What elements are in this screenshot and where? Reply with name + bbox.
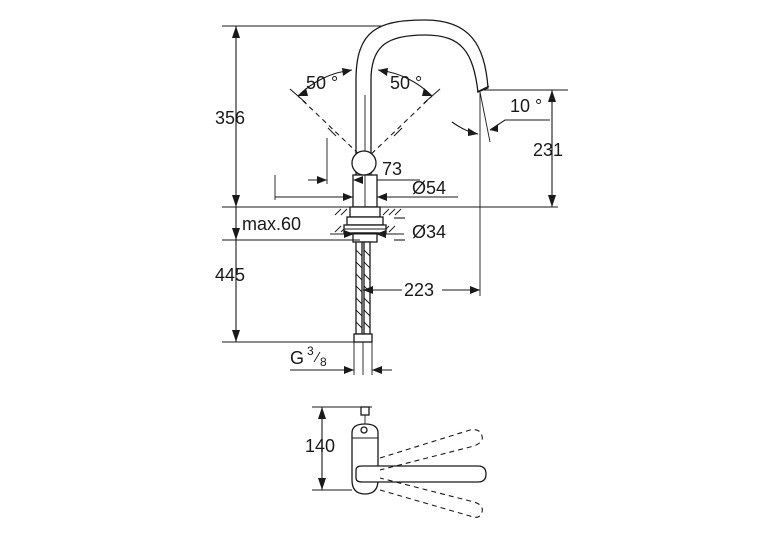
height-total-label: 356 [215,108,245,128]
hose-length-label: 445 [215,265,245,285]
spout-height-label: 231 [533,140,563,160]
mount-diameter-label: Ø34 [412,222,446,242]
spout-height-dimension: 231 [484,89,568,207]
spout-angle-label: 10 ° [510,96,542,116]
body-diameter-dimension: Ø54 [274,175,458,201]
supply-hoses [353,241,373,375]
spout-reach-label: 223 [404,280,434,300]
mounting-assembly [334,206,405,243]
top-view: 140 [305,406,487,518]
mount-diameter-dimension: Ø34 [330,222,446,242]
deck-thickness-dimension: max.60 [222,207,360,241]
connection-dimension: G 3 8 [290,342,392,375]
handle-offset-label: 73 [382,159,402,179]
angle-right-label: 50 ° [390,73,422,93]
angle-left-label: 50 ° [306,73,338,93]
spout-reach-dimension: 223 [363,140,481,300]
top-view-depth-label: 140 [305,436,335,456]
handle [289,68,441,176]
spout-angle-dimension: 10 ° [451,91,550,143]
handle-offset-dimension: 73 [308,138,420,184]
connection-denominator: 8 [320,355,327,369]
connection-prefix-label: G [290,348,304,368]
height-dimension: 356 [215,25,408,207]
connection-numerator: 3 [307,344,314,358]
body-diameter-label: Ø54 [412,178,446,198]
spout [355,19,490,183]
hose-length-dimension: 445 [215,240,372,343]
max-deck-label: max.60 [242,214,301,234]
